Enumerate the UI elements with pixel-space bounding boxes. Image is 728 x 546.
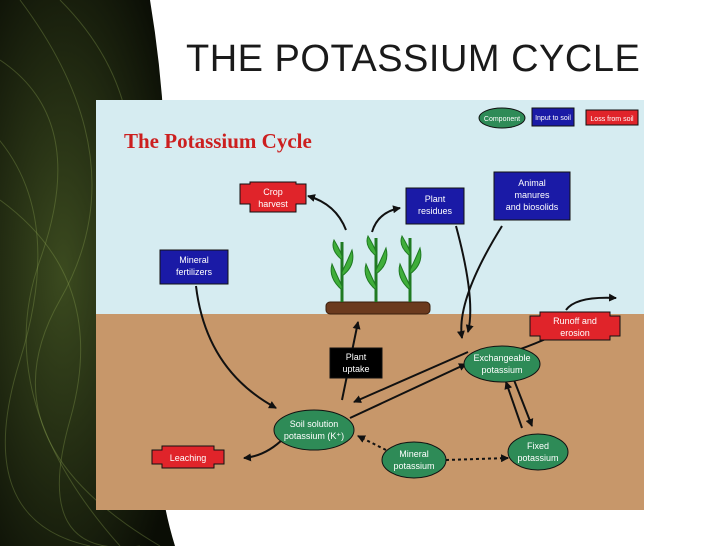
- svg-text:Exchangeable: Exchangeable: [473, 353, 530, 363]
- svg-text:residues: residues: [418, 206, 453, 216]
- input-mineral-fertilizers: Mineral fertilizers: [159, 249, 229, 285]
- arrow-mineral-to-fixed: [445, 454, 509, 463]
- svg-text:Mineral: Mineral: [179, 255, 209, 265]
- arrow-plants-to-crop-harvest: [307, 194, 347, 231]
- svg-text:and biosolids: and biosolids: [506, 202, 559, 212]
- input-animal-manures: Animal manures and biosolids: [493, 171, 571, 221]
- component-soil-solution-potassium: Soil solution potassium (K⁺): [273, 409, 355, 451]
- arrow-manures-to-exchangeable: [456, 225, 503, 339]
- svg-text:Plant: Plant: [425, 194, 446, 204]
- legend-loss: [585, 109, 639, 126]
- potassium-cycle-diagram: The Potassium Cycle Component Input to s…: [96, 100, 644, 510]
- svg-text:potassium: potassium: [481, 365, 522, 375]
- arrow-plant-residues-from-plants: [371, 205, 401, 233]
- svg-text:Leaching: Leaching: [170, 453, 207, 463]
- legend-loss-label: Loss from soil: [590, 116, 634, 123]
- loss-runoff-erosion: Runoff and erosion: [529, 311, 621, 341]
- svg-text:erosion: erosion: [560, 328, 590, 338]
- svg-text:Runoff and: Runoff and: [553, 316, 597, 326]
- svg-text:manures: manures: [514, 190, 550, 200]
- loss-crop-harvest: Crop harvest: [239, 181, 307, 213]
- crop-plants: [325, 234, 431, 315]
- legend: Component Input to soil Loss from soil: [478, 107, 639, 129]
- svg-text:fertilizers: fertilizers: [176, 267, 213, 277]
- svg-text:Mineral: Mineral: [399, 449, 429, 459]
- loss-leaching: Leaching: [151, 445, 225, 469]
- legend-component: [478, 107, 526, 129]
- dashed-arrows: [357, 435, 509, 463]
- arrow-exchangeable-to-soil-solution: [353, 351, 469, 403]
- svg-text:Plant: Plant: [346, 352, 367, 362]
- component-exchangeable-potassium: Exchangeable potassium: [463, 345, 541, 383]
- soil-background: [96, 314, 644, 510]
- arrow-fertilizers-to-soil-solution: [195, 285, 277, 409]
- legend-input-label: Input to soil: [535, 115, 571, 122]
- svg-text:potassium: potassium: [517, 453, 558, 463]
- input-plant-residues: Plant residues: [405, 187, 465, 225]
- svg-text:harvest: harvest: [258, 199, 288, 209]
- svg-text:Animal: Animal: [518, 178, 546, 188]
- arrow-soil-solution-to-exchangeable: [349, 363, 467, 419]
- arrow-exchangeable-to-fixed: [513, 379, 534, 427]
- svg-text:potassium (K⁺): potassium (K⁺): [284, 431, 344, 441]
- svg-text:Crop: Crop: [263, 187, 283, 197]
- legend-input: [531, 107, 575, 127]
- component-mineral-potassium: Mineral potassium: [381, 441, 447, 479]
- svg-text:Soil solution: Soil solution: [290, 419, 339, 429]
- svg-text:uptake: uptake: [342, 364, 369, 374]
- arrow-runoff-offsite: [565, 293, 617, 311]
- svg-text:Fixed: Fixed: [527, 441, 549, 451]
- arrow-fixed-to-exchangeable: [504, 381, 523, 429]
- component-fixed-potassium: Fixed potassium: [507, 433, 569, 471]
- legend-component-label: Component: [484, 116, 520, 123]
- svg-text:potassium: potassium: [393, 461, 434, 471]
- diagram-title: The Potassium Cycle: [124, 129, 312, 153]
- arrow-mineral-to-soil-solution: [357, 435, 387, 451]
- soil-bed: [325, 301, 431, 315]
- slide-title: THE POTASSIUM CYCLE: [186, 38, 641, 80]
- plant-uptake-label: Plant uptake: [329, 347, 383, 379]
